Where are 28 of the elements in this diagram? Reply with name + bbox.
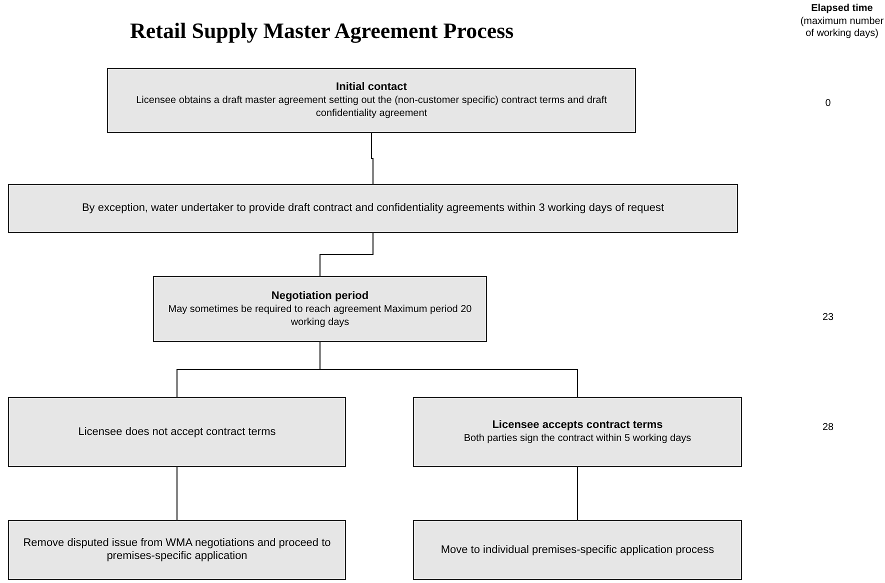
connector-line	[320, 232, 374, 276]
elapsed-days: 0	[808, 98, 848, 110]
process-box	[8, 397, 346, 467]
connector-line	[371, 132, 374, 184]
box-text: Remove disputed issue from WMA negotiations and proceed to premises-specific application	[22, 537, 332, 563]
process-box	[8, 520, 346, 580]
box-heading: Initial contact	[336, 81, 407, 94]
box-text: By exception, water undertaker to provide draft contract and confidentiality agreements within 3 working days of request	[82, 202, 664, 215]
process-box	[107, 68, 636, 133]
connector-line	[320, 342, 578, 398]
column-heading: Elapsed time	[810, 3, 874, 15]
box-text: Both parties sign the contract within 5 working days	[464, 432, 692, 445]
box-text: Licensee obtains a draft master agreement setting out the (non-customer specific) contract terms and draft confidentiality agreement	[135, 94, 608, 120]
column-heading: (maximum number of working days)	[800, 16, 884, 40]
box-text: May sometimes be required to reach agreement Maximum period 20 working days	[167, 302, 473, 328]
elapsed-days: 23	[808, 312, 848, 324]
box-text: Move to individual premises-specific application process	[440, 544, 714, 556]
box-text: Licensee does not accept contract terms	[78, 426, 276, 438]
process-box	[8, 184, 738, 233]
title: Retail Supply Master Agreement Process	[130, 20, 514, 42]
connector-line	[577, 466, 578, 520]
box-heading: Negotiation period	[271, 290, 369, 302]
process-box	[413, 520, 742, 580]
box-heading: Licensee accepts contract terms	[492, 419, 663, 432]
process-box	[153, 276, 487, 342]
process-box	[413, 397, 742, 467]
connector-line	[176, 466, 178, 520]
elapsed-days: 28	[808, 422, 848, 434]
